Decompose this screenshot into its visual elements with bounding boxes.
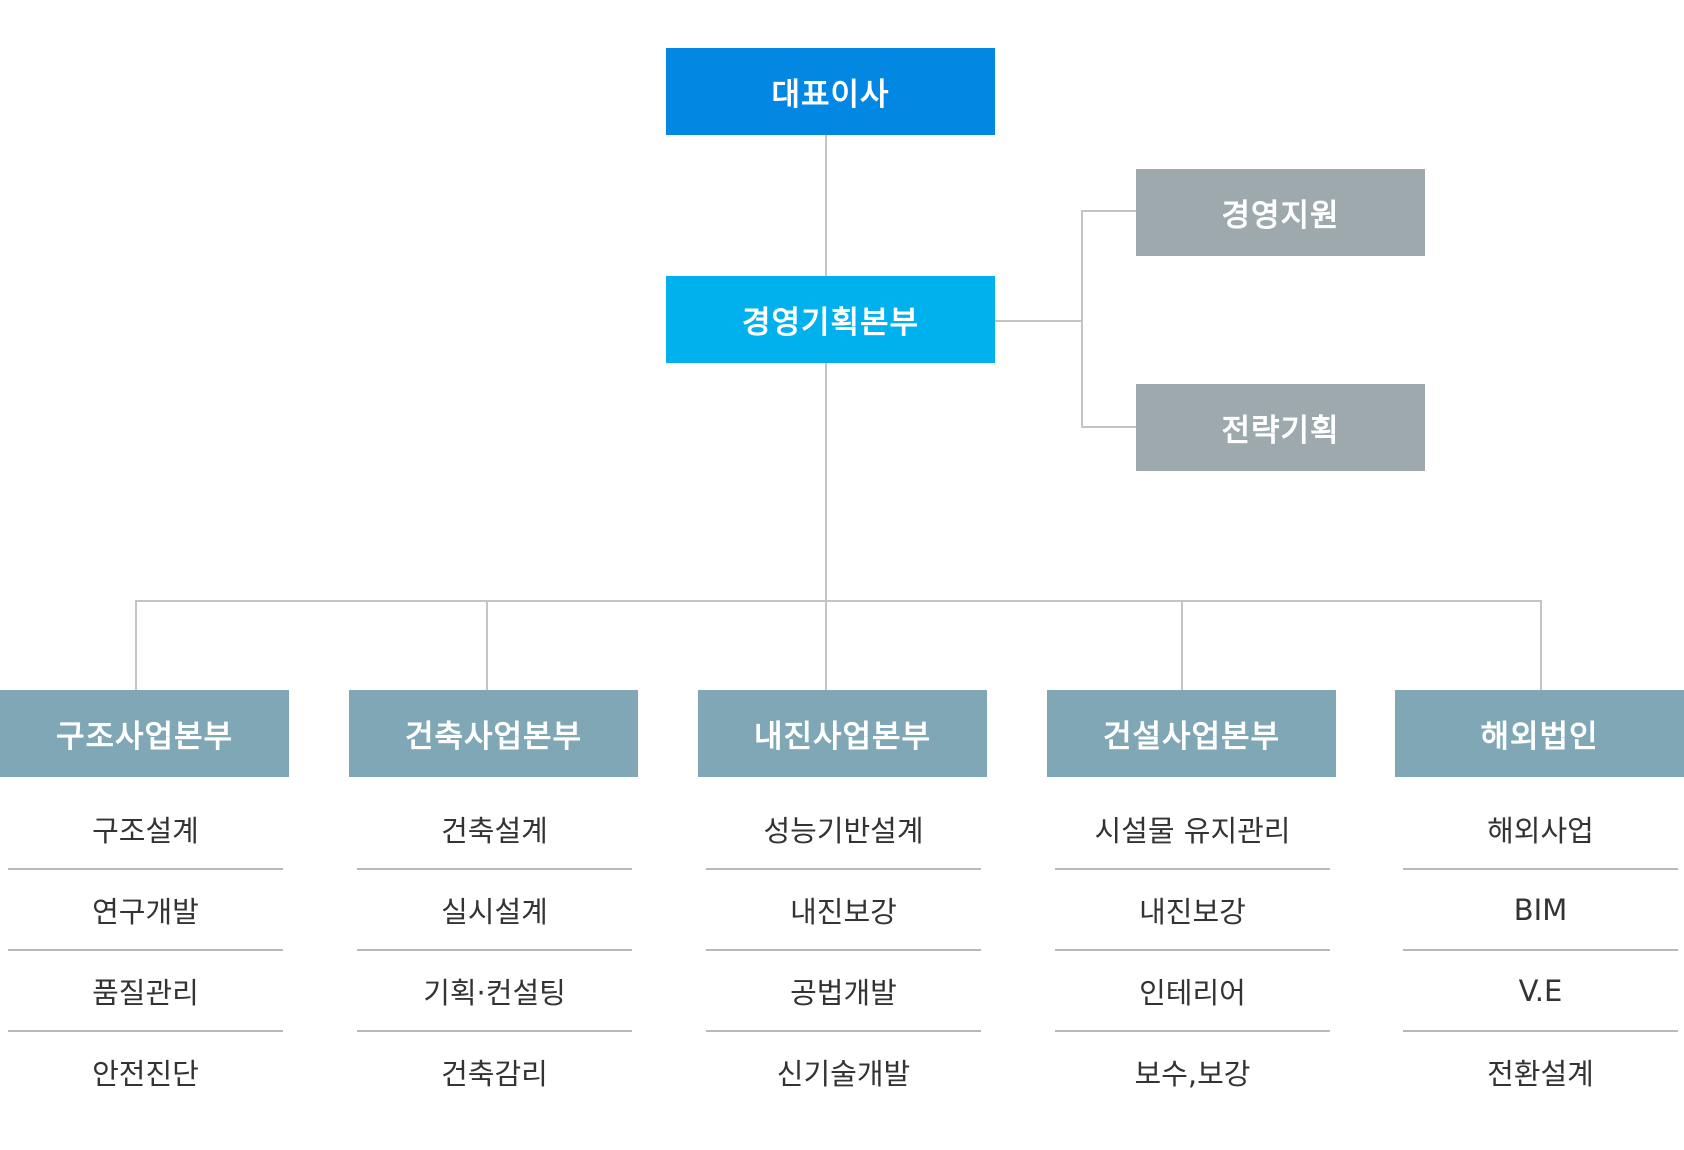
connector-hq-divisions [825,363,827,602]
division-seismic-box: 내진사업본부 [698,690,987,777]
item-divider [1055,868,1330,870]
item-divider [1403,1030,1678,1032]
division-item: 건축감리 [441,1057,548,1091]
division-item: 보수,보강 [1134,1057,1251,1091]
item-divider [1055,1030,1330,1032]
division-item: 실시설계 [441,895,548,929]
connector-division-drop [825,600,827,690]
division-item: 공법개발 [790,976,897,1010]
strategy-planning-box: 전략기획 [1136,384,1425,471]
connector-division-drop [135,600,137,690]
item-divider [8,949,283,951]
division-item: 신기술개발 [776,1057,911,1091]
connector-divisions-horizontal [135,600,1542,602]
division-item: 전환설계 [1487,1057,1594,1091]
division-item: 성능기반설계 [763,814,924,848]
division-item: V.E [1518,974,1563,1008]
item-divider [706,1030,981,1032]
division-structure-box: 구조사업본부 [0,690,289,777]
division-item: 품질관리 [92,976,199,1010]
item-divider [1403,868,1678,870]
connector-ceo-hq [825,135,827,276]
item-divider [1403,949,1678,951]
division-item: 연구개발 [92,895,199,929]
item-divider [8,868,283,870]
item-divider [706,949,981,951]
division-item: BIM [1513,893,1568,927]
item-divider [1055,949,1330,951]
item-divider [706,868,981,870]
division-item: 기획·컨설팅 [423,976,566,1010]
connector-division-drop [1540,600,1542,690]
division-item: 안전진단 [92,1057,199,1091]
management-planning-hq-box: 경영기획본부 [666,276,995,363]
management-support-box: 경영지원 [1136,169,1425,256]
division-item: 내진보강 [790,895,897,929]
connector-division-drop [1181,600,1183,690]
connector-staff-top [1081,210,1136,212]
connector-staff-bottom [1081,426,1136,428]
connector-division-drop [486,600,488,690]
item-divider [357,1030,632,1032]
division-item: 건축설계 [441,814,548,848]
connector-staff-vertical [1081,210,1083,427]
connector-hq-staff-horizontal [995,320,1082,322]
division-item: 해외사업 [1487,814,1594,848]
division-construction-box: 건설사업본부 [1047,690,1336,777]
item-divider [357,868,632,870]
division-item: 구조설계 [92,814,199,848]
ceo-box: 대표이사 [666,48,995,135]
division-architecture-box: 건축사업본부 [349,690,638,777]
division-item: 내진보강 [1139,895,1246,929]
division-item: 인테리어 [1139,976,1246,1010]
item-divider [8,1030,283,1032]
division-overseas-box: 해외법인 [1395,690,1684,777]
item-divider [357,949,632,951]
division-item: 시설물 유지관리 [1094,814,1291,848]
